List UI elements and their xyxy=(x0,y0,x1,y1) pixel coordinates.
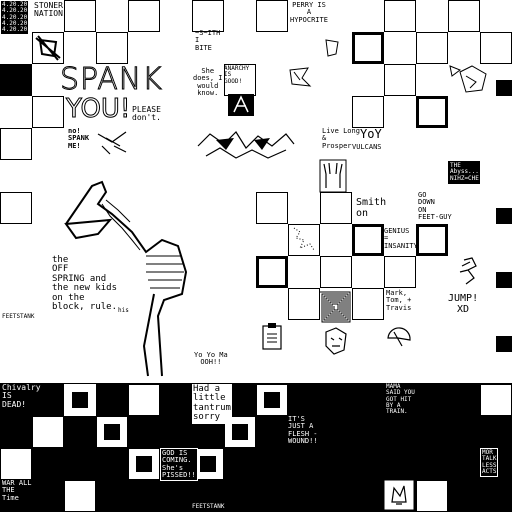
pacman-icon xyxy=(387,327,411,347)
skull-face-icon xyxy=(325,327,347,355)
no-spank-me: no! SPANK ME! xyxy=(68,127,90,150)
checker-cell xyxy=(0,128,32,160)
checker-cell xyxy=(32,416,64,448)
jump-text: JUMP! XD xyxy=(448,293,479,315)
checker-cell xyxy=(256,256,288,288)
checker-cell xyxy=(0,64,32,96)
checker-cell xyxy=(32,96,64,128)
vulcan-face-sketch-icon xyxy=(325,39,339,57)
checker-cell xyxy=(416,224,448,256)
black-square xyxy=(72,392,88,408)
vulcan-hand-icon xyxy=(319,159,347,193)
checker-cell xyxy=(96,32,128,64)
go-down-text: GO DOWN ON FEET-GUY xyxy=(418,191,452,222)
black-square xyxy=(264,392,280,408)
checker-cell xyxy=(352,224,384,256)
checker-cell xyxy=(0,448,32,480)
checker-cell xyxy=(416,480,448,512)
live-long: Live Long & Prosper xyxy=(322,127,360,150)
spank-heading: SPANK xyxy=(60,62,163,97)
checker-cell xyxy=(256,0,288,32)
checker-cell xyxy=(384,256,416,288)
black-square xyxy=(496,272,512,288)
checker-cell xyxy=(288,288,320,320)
war-all-time: WAR ALL THE Time xyxy=(2,479,32,502)
black-square xyxy=(496,336,512,352)
smith-squiggle-icon xyxy=(293,227,315,251)
stoner-nation: STONER NATION xyxy=(34,1,63,19)
pacman-face-icon xyxy=(289,67,312,87)
checker-cell xyxy=(480,32,512,64)
stoner-dates: 4.20.20 4.20.20 4.20.20 4.20.20 4.20.20 xyxy=(1,1,29,35)
vulcans-text: VULCANS xyxy=(352,143,382,151)
face-sketch-icon xyxy=(459,65,487,93)
offspring-text: the OFF SPRING and the new kids on the b… xyxy=(52,255,118,313)
checker-cell xyxy=(32,32,64,64)
yoy-text: YoY xyxy=(360,127,382,141)
smith-on: Smith on xyxy=(356,197,387,219)
checker-cell xyxy=(256,192,288,224)
mama-text: MAMA SAID YOU GOT HIT BY A TRAIN. xyxy=(386,383,415,416)
spiral-square-icon xyxy=(320,291,351,323)
checker-cell xyxy=(352,32,384,64)
checker-cell xyxy=(352,96,384,128)
crow-sketch-icon xyxy=(197,131,295,159)
checker-cell xyxy=(64,0,96,32)
black-square xyxy=(496,80,512,96)
mark-tom-travis: Mark, Tom, + Travis xyxy=(386,289,412,312)
skull-sketch-icon xyxy=(35,35,61,61)
checker-cell xyxy=(320,256,352,288)
black-square xyxy=(232,424,248,440)
checker-cell xyxy=(416,32,448,64)
clipboard-icon xyxy=(262,323,282,350)
glasses-sketch-icon xyxy=(97,131,127,155)
checker-cell xyxy=(448,0,480,32)
you-heading: YOU! xyxy=(65,94,131,124)
checker-cell xyxy=(64,480,96,512)
smith-bite: ~S~ITH I BITE xyxy=(195,29,221,52)
running-figure-icon xyxy=(459,257,477,285)
genius-insanity: GENIUS = INSANITY xyxy=(384,227,418,250)
checker-cell xyxy=(384,64,416,96)
checker-cell xyxy=(480,384,512,416)
his-text: his xyxy=(118,307,129,314)
tantrum-text: Had a little tantrum sorry xyxy=(192,384,232,424)
feetstank-left: FEETSTANK xyxy=(2,313,35,320)
checker-cell xyxy=(0,192,32,224)
black-square xyxy=(200,456,216,472)
checker-cell xyxy=(192,0,224,32)
flame-icon xyxy=(383,479,415,511)
arrow-icon xyxy=(449,65,462,77)
anarchy-icon xyxy=(228,94,254,116)
horse-skeleton-icon xyxy=(64,180,188,377)
mor-talk-text: MOR TALK LESS ACTS xyxy=(480,448,499,478)
abyss-text: THE Abyss.... NIHZ=CHE xyxy=(448,161,483,184)
anarchy-text: ANARCHY IS GOOD! xyxy=(224,65,250,85)
flesh-wound-text: IT'S JUST A FLESH - WOUND!! xyxy=(288,415,318,446)
checker-cell xyxy=(128,384,160,416)
perry-hypocrite: PERRY IS A HYPOCRITE xyxy=(290,1,328,24)
feetstank-bottom: FEETSTANK xyxy=(192,503,225,510)
checker-cell xyxy=(352,288,384,320)
please-dont: PLEASE don't. xyxy=(132,105,161,123)
god-coming-text: GOD IS COMING. She's PISSED!! xyxy=(160,448,198,482)
she-does: She does, I would know. xyxy=(193,67,223,98)
checker-cell xyxy=(416,96,448,128)
black-square xyxy=(136,456,152,472)
checker-cell xyxy=(384,0,416,32)
checker-cell xyxy=(320,192,352,224)
black-square xyxy=(104,424,120,440)
checker-cell xyxy=(224,64,256,96)
black-square xyxy=(496,208,512,224)
checker-cell xyxy=(288,224,320,256)
checker-cell xyxy=(128,0,160,32)
yoyo-ma: Yo Yo Ma OOH!! xyxy=(194,351,228,367)
chivalry-text: Chivalry IS DEAD! xyxy=(2,383,41,409)
